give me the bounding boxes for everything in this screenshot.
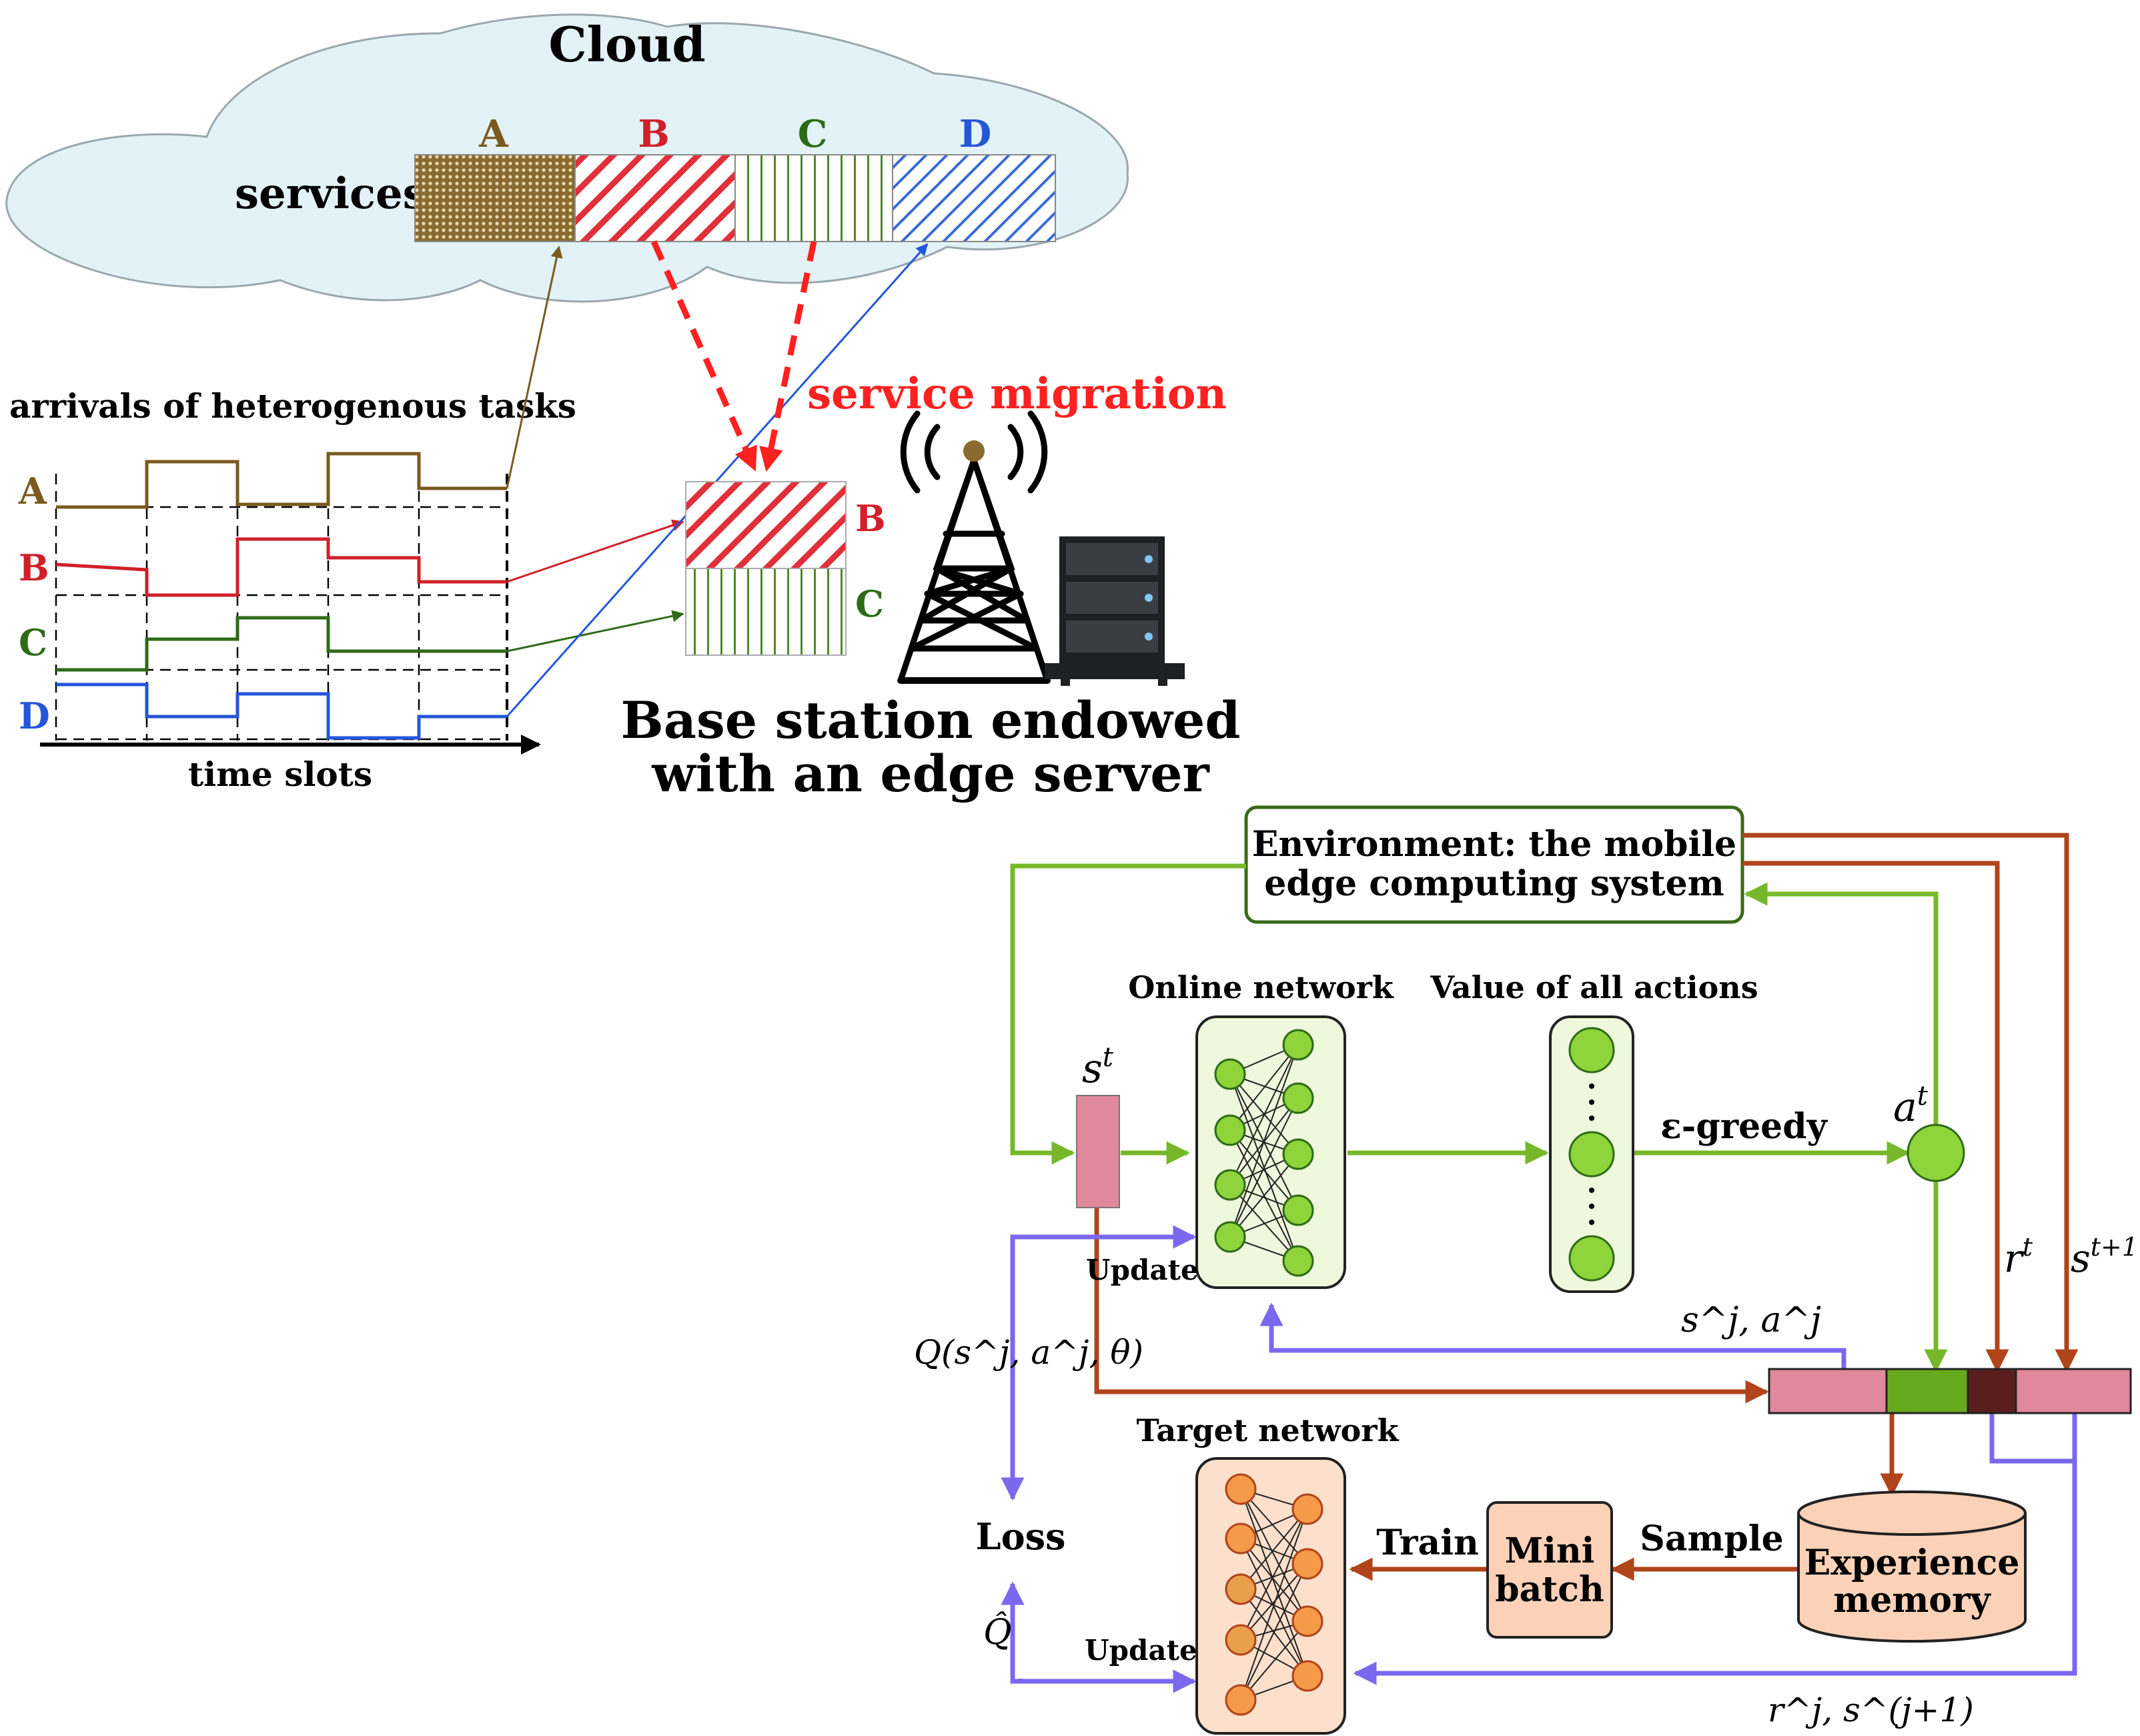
server-icon bbox=[1045, 536, 1185, 686]
service-block-D bbox=[892, 154, 1056, 242]
experience-line2: memory bbox=[1833, 1580, 1991, 1621]
arrivals-label: arrivals of heterogenous tasks bbox=[9, 386, 576, 426]
minibatch-line1: Mini bbox=[1505, 1531, 1595, 1571]
edge-service-C bbox=[685, 568, 847, 656]
train-label: Train bbox=[1376, 1523, 1479, 1563]
edge-service-B bbox=[685, 481, 847, 569]
egreedy-label: ε-greedy bbox=[1660, 1106, 1828, 1147]
service-label-B: B bbox=[638, 112, 669, 156]
migration-arrow-C bbox=[759, 241, 817, 472]
arrow-A-to-cloud bbox=[506, 246, 563, 489]
loss-label: Loss bbox=[976, 1515, 1066, 1558]
migration-arrow-B bbox=[650, 240, 757, 472]
minibatch-line2: batch bbox=[1495, 1569, 1604, 1610]
experience-memory-cylinder bbox=[1797, 1490, 2027, 1643]
tower-antenna-icon bbox=[963, 440, 985, 462]
next-state-label: st+1 bbox=[2071, 1232, 2138, 1281]
value-actions-label: Value of all actions bbox=[1430, 969, 1758, 1005]
service-block-B bbox=[574, 154, 736, 242]
signal-D bbox=[56, 683, 507, 740]
tower-icon bbox=[897, 410, 1051, 684]
state-label: st bbox=[1082, 1042, 1114, 1092]
row-label-C: C bbox=[19, 621, 47, 664]
environment-line2: edge computing system bbox=[1264, 863, 1724, 904]
base-station-line2: with an edge server bbox=[651, 744, 1209, 803]
ellipsis-dots bbox=[1589, 1083, 1594, 1225]
update-online-label: Update bbox=[1086, 1254, 1199, 1286]
q-online-label: Q(s^j, a^j, θ) bbox=[914, 1333, 1143, 1372]
base-station-line1: Base station endowed bbox=[621, 691, 1241, 750]
services-label: services bbox=[235, 169, 427, 219]
signal-C bbox=[56, 616, 507, 672]
signal-A bbox=[56, 452, 507, 509]
target-network-label: Target network bbox=[1137, 1412, 1400, 1448]
signal-B bbox=[55, 537, 507, 597]
sample-label: Sample bbox=[1640, 1518, 1783, 1559]
rj-sj1-label: r^j, s^(j+1) bbox=[1768, 1691, 1974, 1729]
action-node bbox=[1907, 1124, 1965, 1182]
arrow-C-to-edge bbox=[506, 610, 684, 653]
state-box bbox=[1076, 1095, 1120, 1208]
service-label-C: C bbox=[798, 112, 828, 156]
online-network-edges bbox=[1229, 1044, 1299, 1262]
time-slots-label: time slots bbox=[188, 755, 372, 794]
online-network-label: Online network bbox=[1128, 969, 1394, 1005]
experience-line1: Experience bbox=[1804, 1543, 2020, 1583]
green-flow bbox=[1010, 863, 1948, 1373]
arrow-D-to-cloud bbox=[506, 243, 929, 717]
action-label: at bbox=[1893, 1081, 1929, 1131]
row-label-D: D bbox=[19, 695, 50, 737]
target-network-box bbox=[1195, 1457, 1346, 1735]
transition-tuple bbox=[1768, 1368, 2132, 1414]
service-block-A bbox=[414, 154, 576, 242]
migration-label: service migration bbox=[807, 369, 1227, 419]
qhat-label: Q̂ bbox=[983, 1612, 1012, 1653]
sj-aj-label: s^j, a^j bbox=[1681, 1300, 1821, 1340]
reward-label: rt bbox=[2004, 1232, 2033, 1281]
edge-label-C: C bbox=[855, 582, 884, 625]
edge-label-B: B bbox=[855, 497, 886, 540]
brown-flow bbox=[1094, 833, 2079, 1581]
cloud-title: Cloud bbox=[548, 16, 705, 73]
value-action-nodes bbox=[1568, 1027, 1615, 1282]
service-label-D: D bbox=[959, 112, 992, 156]
time-grid bbox=[55, 474, 508, 741]
row-label-A: A bbox=[18, 470, 47, 512]
service-label-A: A bbox=[478, 112, 509, 156]
service-block-C bbox=[734, 154, 893, 242]
online-network-nodes bbox=[1214, 1029, 1314, 1277]
environment-line1: Environment: the mobile bbox=[1252, 824, 1736, 865]
arrow-B-to-edge bbox=[506, 519, 684, 583]
purple-flow bbox=[1001, 1225, 2077, 1693]
minibatch-box bbox=[1486, 1501, 1613, 1639]
target-network-nodes bbox=[1225, 1473, 1323, 1716]
update-target-label: Update bbox=[1085, 1634, 1197, 1667]
row-label-B: B bbox=[19, 546, 49, 589]
